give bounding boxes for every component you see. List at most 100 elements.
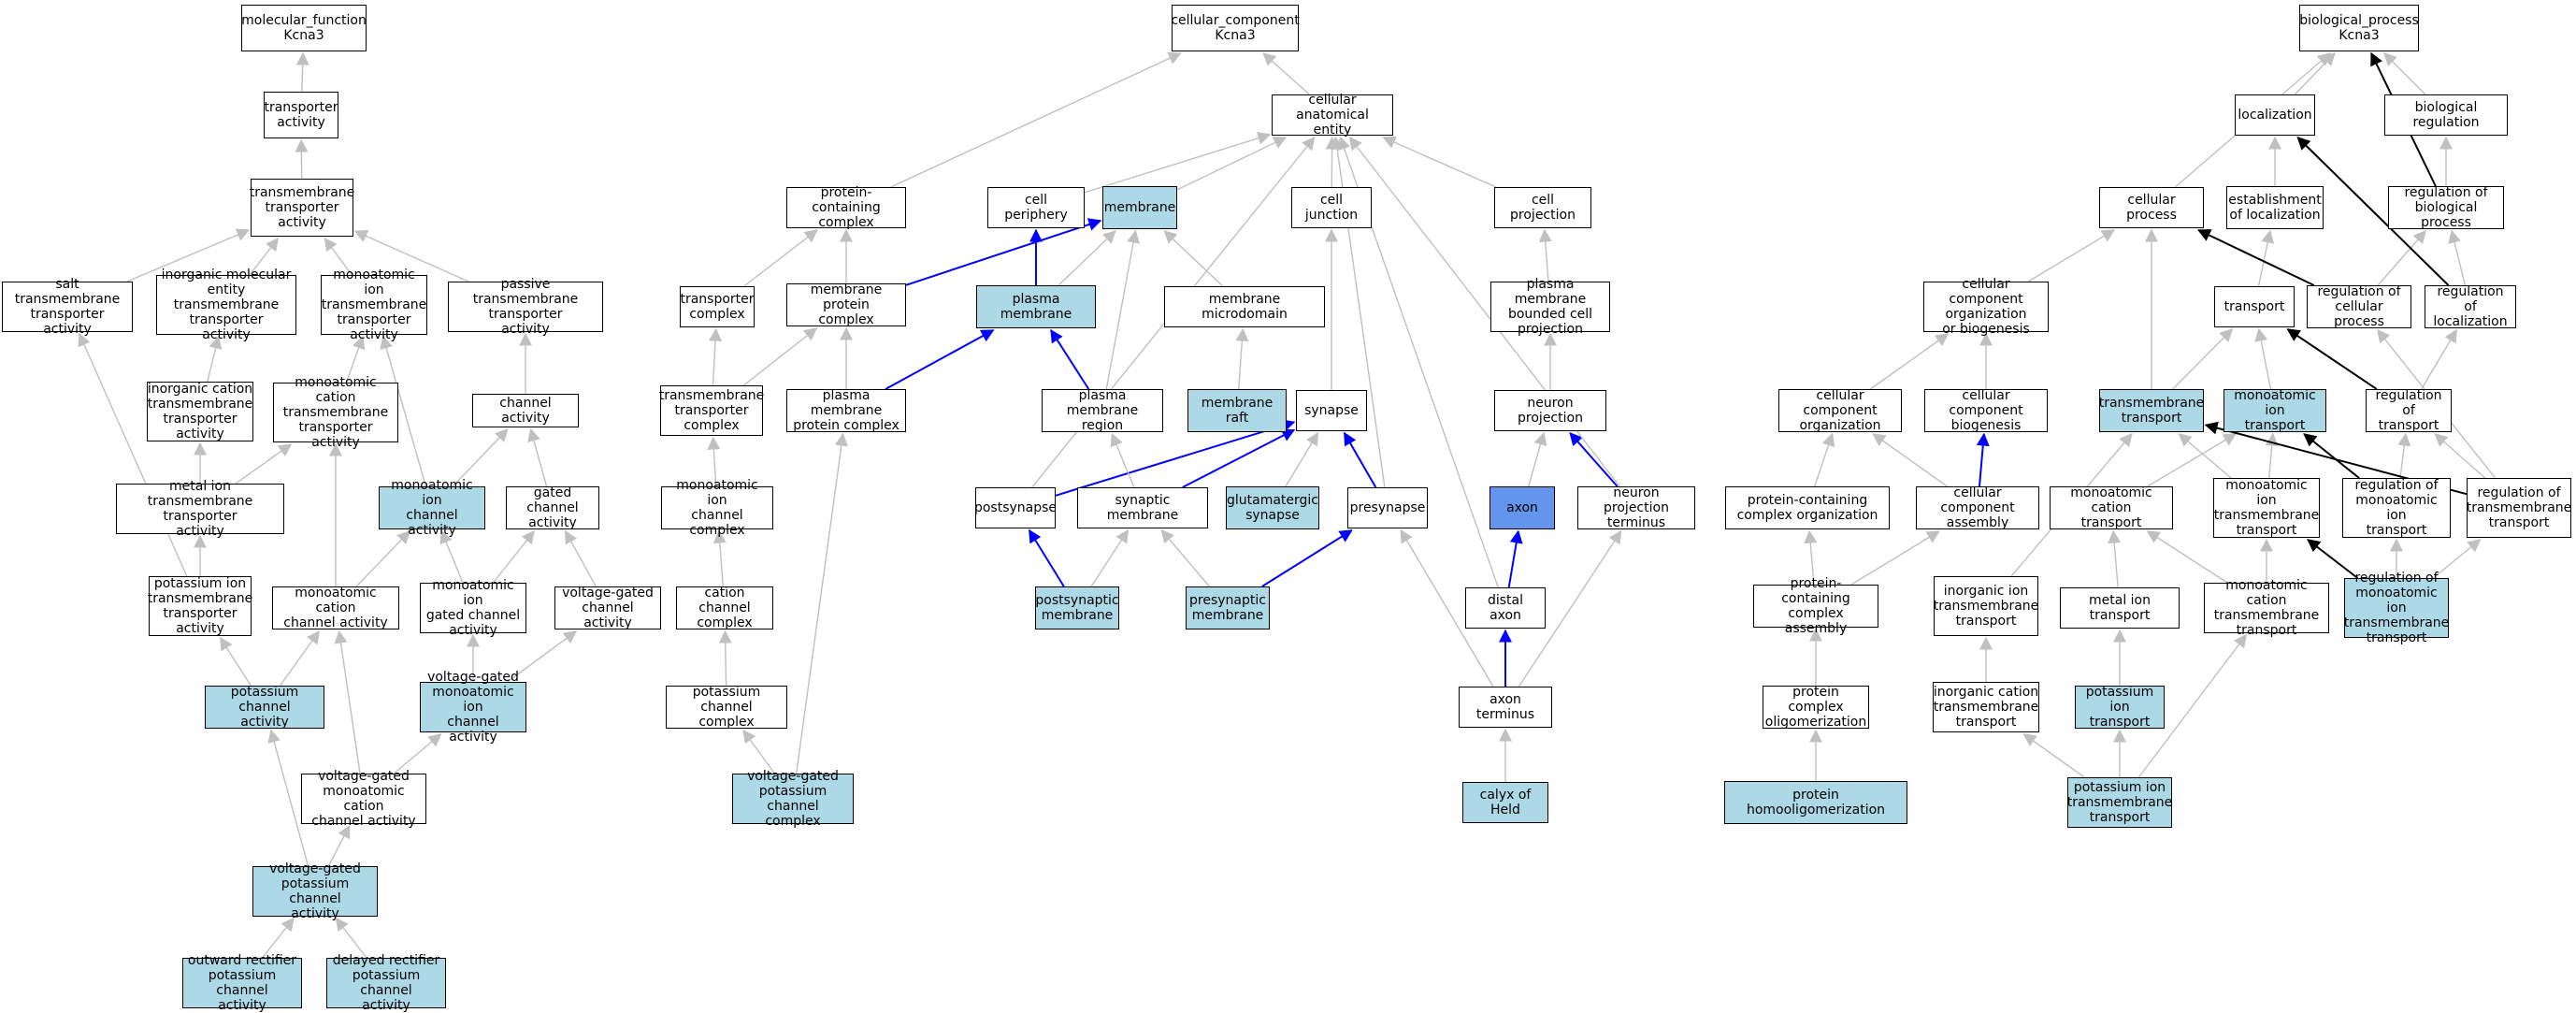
term-node-vg-monocation-channel[interactable]: voltage-gated monoatomic cation channel … <box>301 769 426 829</box>
term-node-cc-org[interactable]: cellular component organization <box>1778 388 1902 433</box>
term-node-tm-transport[interactable]: transmembrane transport <box>2099 389 2204 432</box>
term-node-np-terminus[interactable]: neuron projection terminus <box>1577 485 1695 530</box>
term-node-memb-microdomain[interactable]: membrane microdomain <box>1164 286 1325 327</box>
edge-is-a-k-channel-to-monocation-channel <box>279 630 320 687</box>
term-node-reg-bio-process[interactable]: regulation of biological process <box>2388 185 2504 230</box>
term-node-localization[interactable]: localization <box>2235 94 2315 136</box>
term-node-memb-raft[interactable]: membrane raft <box>1187 389 1287 432</box>
term-node-cell-junction[interactable]: cell junction <box>1291 187 1372 228</box>
term-node-syn-membrane[interactable]: synaptic membrane <box>1077 487 1208 528</box>
term-node-memb-prot-complex[interactable]: membrane protein complex <box>786 282 906 327</box>
term-node-axon-terminus[interactable]: axon terminus <box>1459 687 1552 728</box>
term-node-bio-reg[interactable]: biological regulation <box>2384 94 2508 136</box>
edge-is-a-k-channel-to-k-ion-tm <box>219 636 252 687</box>
term-node-monoion-gated[interactable]: monoatomic ion gated channel activity <box>420 578 526 638</box>
term-node-tm-transporter-complex[interactable]: transmembrane transporter complex <box>659 385 764 436</box>
term-node-presynapse[interactable]: presynapse <box>1347 487 1428 528</box>
term-node-axon[interactable]: axon <box>1489 486 1555 529</box>
term-node-outward-rect[interactable]: outward rectifier potassium channel acti… <box>182 953 302 1013</box>
edge-is-a-reg-transport-to-reg-localization <box>2421 328 2457 390</box>
edge-is-a-vg-monoion-channel-to-vg-channel <box>507 630 578 683</box>
term-node-passive-tm[interactable]: passive transmembrane transporter activi… <box>448 277 603 337</box>
term-node-metal-ion-transport[interactable]: metal ion transport <box>2060 587 2180 629</box>
term-node-prot-homoolig[interactable]: protein homooligomerization <box>1724 781 1907 824</box>
term-node-monocation-tm[interactable]: monoatomic cation transmembrane transpor… <box>273 375 398 450</box>
term-node-transporter-activity[interactable]: transporter activity <box>264 92 338 138</box>
term-node-distal-axon[interactable]: distal axon <box>1465 587 1546 629</box>
edge-is-a-k-ion-tm-to-salt-tm <box>78 332 188 577</box>
term-node-gated-channel[interactable]: gated channel activity <box>506 485 599 530</box>
term-node-membrane[interactable]: membrane <box>1102 186 1177 229</box>
term-node-bp-root[interactable]: biological_process Kcna3 <box>2299 5 2419 51</box>
term-node-cell-anat[interactable]: cellular anatomical entity <box>1272 93 1393 137</box>
term-node-vg-channel[interactable]: voltage-gated channel activity <box>554 586 661 630</box>
term-node-cell-projection[interactable]: cell projection <box>1494 187 1591 228</box>
term-node-monoion-tm[interactable]: monoatomic ion transmembrane transporter… <box>321 268 427 342</box>
term-node-presyn-membrane[interactable]: presynaptic membrane <box>1186 586 1270 630</box>
term-node-est-localization[interactable]: establishment of localization <box>2226 186 2324 229</box>
term-node-monocation-channel[interactable]: monoatomic cation channel activity <box>272 586 399 630</box>
term-node-cc-biogen[interactable]: cellular component biogenesis <box>1924 388 2048 433</box>
edge-is-a-vg-k-channel-to-vg-monocation-channel <box>327 824 351 867</box>
term-node-k-ion-tm[interactable]: potassium ion transmembrane transporter … <box>147 576 253 636</box>
term-node-salt-tm[interactable]: salt transmembrane transporter activity <box>2 277 133 337</box>
term-node-synapse[interactable]: synapse <box>1296 390 1367 431</box>
term-node-cellular-process[interactable]: cellular process <box>2099 187 2204 228</box>
term-node-pm-region[interactable]: plasma membrane region <box>1042 388 1163 433</box>
term-node-cation-ch-complex[interactable]: cation channel complex <box>676 586 773 630</box>
term-node-prot-complex-org[interactable]: protein-containing complex organization <box>1725 486 1890 529</box>
term-node-pm-bounded-proj[interactable]: plasma membrane bounded cell projection <box>1490 277 1610 337</box>
term-node-reg-cell-process[interactable]: regulation of cellular process <box>2307 284 2411 329</box>
term-node-plasma-membrane[interactable]: plasma membrane <box>976 285 1096 328</box>
term-node-monocation-tm-transport[interactable]: monoatomic cation transmembrane transpor… <box>2204 578 2329 638</box>
term-node-inorg-mol[interactable]: inorganic molecular entity transmembrane… <box>156 268 296 342</box>
term-node-transporter-complex[interactable]: transporter complex <box>680 286 755 327</box>
term-node-pm-prot-complex[interactable]: plasma membrane protein complex <box>786 388 906 433</box>
term-node-metal-ion-tm[interactable]: metal ion transmembrane transporter acti… <box>116 479 284 539</box>
term-node-vg-k-channel[interactable]: voltage-gated potassium channel activity <box>252 861 378 921</box>
term-node-vg-k-ch-complex[interactable]: voltage-gated potassium channel complex <box>732 769 854 829</box>
term-node-reg-monoion-tm-transport[interactable]: regulation of monoatomic ion transmembra… <box>2343 571 2450 645</box>
term-node-reg-localization[interactable]: regulation of localization <box>2425 284 2516 329</box>
term-node-cc-root[interactable]: cellular_component Kcna3 <box>1171 5 1300 51</box>
term-node-inorg-cation-tm[interactable]: inorganic cation transmembrane transport… <box>147 382 253 441</box>
term-node-calyx[interactable]: calyx of Held <box>1462 782 1548 823</box>
term-node-mf-root[interactable]: molecular_function Kcna3 <box>241 5 367 51</box>
term-node-k-channel[interactable]: potassium channel activity <box>205 685 324 730</box>
edge-part-of-syn-membrane-to-synapse <box>1182 428 1296 488</box>
term-node-reg-tm-transport[interactable]: regulation of transmembrane transport <box>2467 478 2571 538</box>
term-node-postsyn-membrane[interactable]: postsynaptic membrane <box>1035 586 1119 630</box>
term-node-monoion-channel[interactable]: monoatomic ion channel activity <box>379 478 485 538</box>
term-node-reg-transport[interactable]: regulation of transport <box>2366 388 2452 433</box>
term-node-delayed-rect[interactable]: delayed rectifier potassium channel acti… <box>326 953 446 1013</box>
term-node-k-ch-complex[interactable]: potassium channel complex <box>666 685 787 730</box>
term-node-prot-complex[interactable]: protein-containing complex <box>786 185 906 230</box>
edge-is-a-axon-terminus-to-np-terminus <box>1518 529 1622 687</box>
term-node-glut-synapse[interactable]: glutamatergic synapse <box>1226 486 1319 529</box>
term-node-postsynapse[interactable]: postsynapse <box>974 487 1057 528</box>
term-node-monocation-transport[interactable]: monoatomic cation transport <box>2050 485 2173 530</box>
term-node-inorg-ion-tm-transport[interactable]: inorganic ion transmembrane transport <box>1934 576 2038 636</box>
term-node-neuron-proj[interactable]: neuron projection <box>1494 390 1606 431</box>
term-node-cell-periphery[interactable]: cell periphery <box>987 187 1085 228</box>
edge-is-a-monoion-channel-to-channel-activity <box>452 427 509 487</box>
term-node-k-ion-transport[interactable]: potassium ion transport <box>2075 685 2165 730</box>
term-node-channel-activity[interactable]: channel activity <box>472 394 579 427</box>
edge-regulates-reg-monoion-tm-transport-to-monoion-tm-transport <box>2307 539 2359 579</box>
term-node-vg-monoion-channel[interactable]: voltage-gated monoatomic ion channel act… <box>420 670 526 745</box>
term-node-transport[interactable]: transport <box>2214 286 2295 327</box>
term-node-reg-monoion-transport[interactable]: regulation of monoatomic ion transport <box>2342 478 2451 538</box>
edge-regulates-reg-transport-to-transport <box>2286 328 2378 390</box>
term-node-monoion-ch-complex[interactable]: monoatomic ion channel complex <box>661 478 773 538</box>
edge-is-a-vg-monocation-channel-to-vg-monoion-channel <box>393 733 442 774</box>
term-node-prot-complex-olig[interactable]: protein complex oligomerization <box>1763 685 1869 730</box>
term-node-tm-transporter-activity[interactable]: transmembrane transporter activity <box>250 179 354 237</box>
term-node-cc-assembly[interactable]: cellular component assembly <box>1916 485 2039 530</box>
term-node-monoion-tm-transport[interactable]: monoatomic ion transmembrane transport <box>2213 478 2320 538</box>
term-node-prot-complex-assembly[interactable]: protein-containing complex assembly <box>1753 576 1878 636</box>
term-node-monoion-transport[interactable]: monoatomic ion transport <box>2223 388 2326 433</box>
term-node-cc-org-biogen[interactable]: cellular component organization or bioge… <box>1923 277 2049 337</box>
term-node-inorg-cation-tm-transport[interactable]: inorganic cation transmembrane transport <box>1933 682 2039 732</box>
term-node-k-ion-tm-transport[interactable]: potassium ion transmembrane transport <box>2067 777 2172 828</box>
